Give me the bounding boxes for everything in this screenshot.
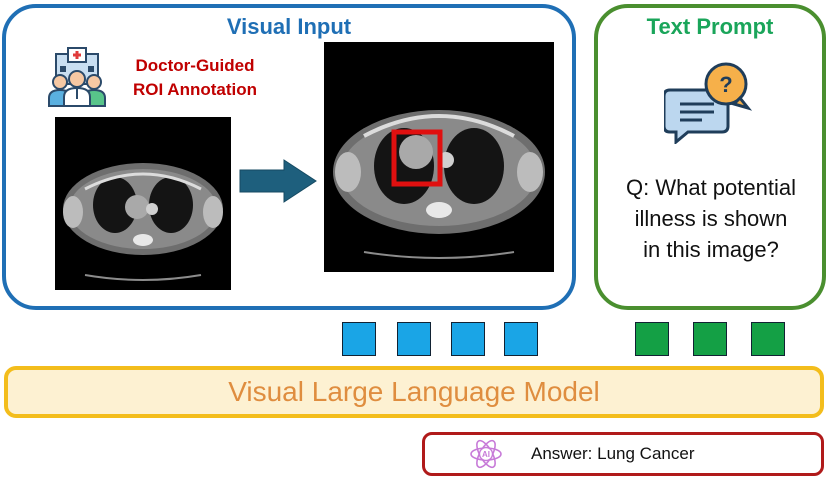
visual-input-title: Visual Input	[226, 14, 352, 39]
question-line1: Q: What potential	[626, 175, 796, 200]
answer-text: Answer: Lung Cancer	[531, 444, 695, 463]
visual-token	[397, 322, 431, 356]
answer-box: AI Answer: Lung Cancer	[422, 432, 824, 476]
svg-text:?: ?	[719, 72, 732, 97]
visual-token	[504, 322, 538, 356]
question-text: Q: What potential illness is shown in th…	[606, 172, 816, 265]
question-line3: in this image?	[643, 237, 779, 262]
text-token	[751, 322, 785, 356]
roi-label-line1: Doctor-Guided	[135, 56, 255, 75]
text-prompt-panel: Text Prompt	[594, 4, 826, 310]
doctors-icon	[48, 47, 106, 107]
visual-token	[342, 322, 376, 356]
roi-bounding-box	[391, 129, 443, 187]
text-prompt-title: Text Prompt	[646, 14, 774, 39]
ai-badge-text: AI	[482, 450, 490, 459]
question-line2: illness is shown	[634, 206, 788, 231]
ct-scan-original-image	[55, 117, 231, 290]
arrow-right-icon	[239, 159, 317, 203]
visual-llm-bar: Visual Large Language Model	[4, 366, 824, 418]
ct-scan-annotated-image	[324, 42, 554, 272]
roi-label-line2: ROI Annotation	[132, 80, 257, 99]
text-token	[693, 322, 727, 356]
question-chat-icon: ?	[664, 62, 753, 144]
text-token	[635, 322, 669, 356]
roi-annotation-label: Doctor-Guided ROI Annotation	[120, 54, 270, 102]
model-label: Visual Large Language Model	[228, 376, 600, 407]
ai-atom-icon: AI	[470, 439, 502, 469]
visual-token	[451, 322, 485, 356]
